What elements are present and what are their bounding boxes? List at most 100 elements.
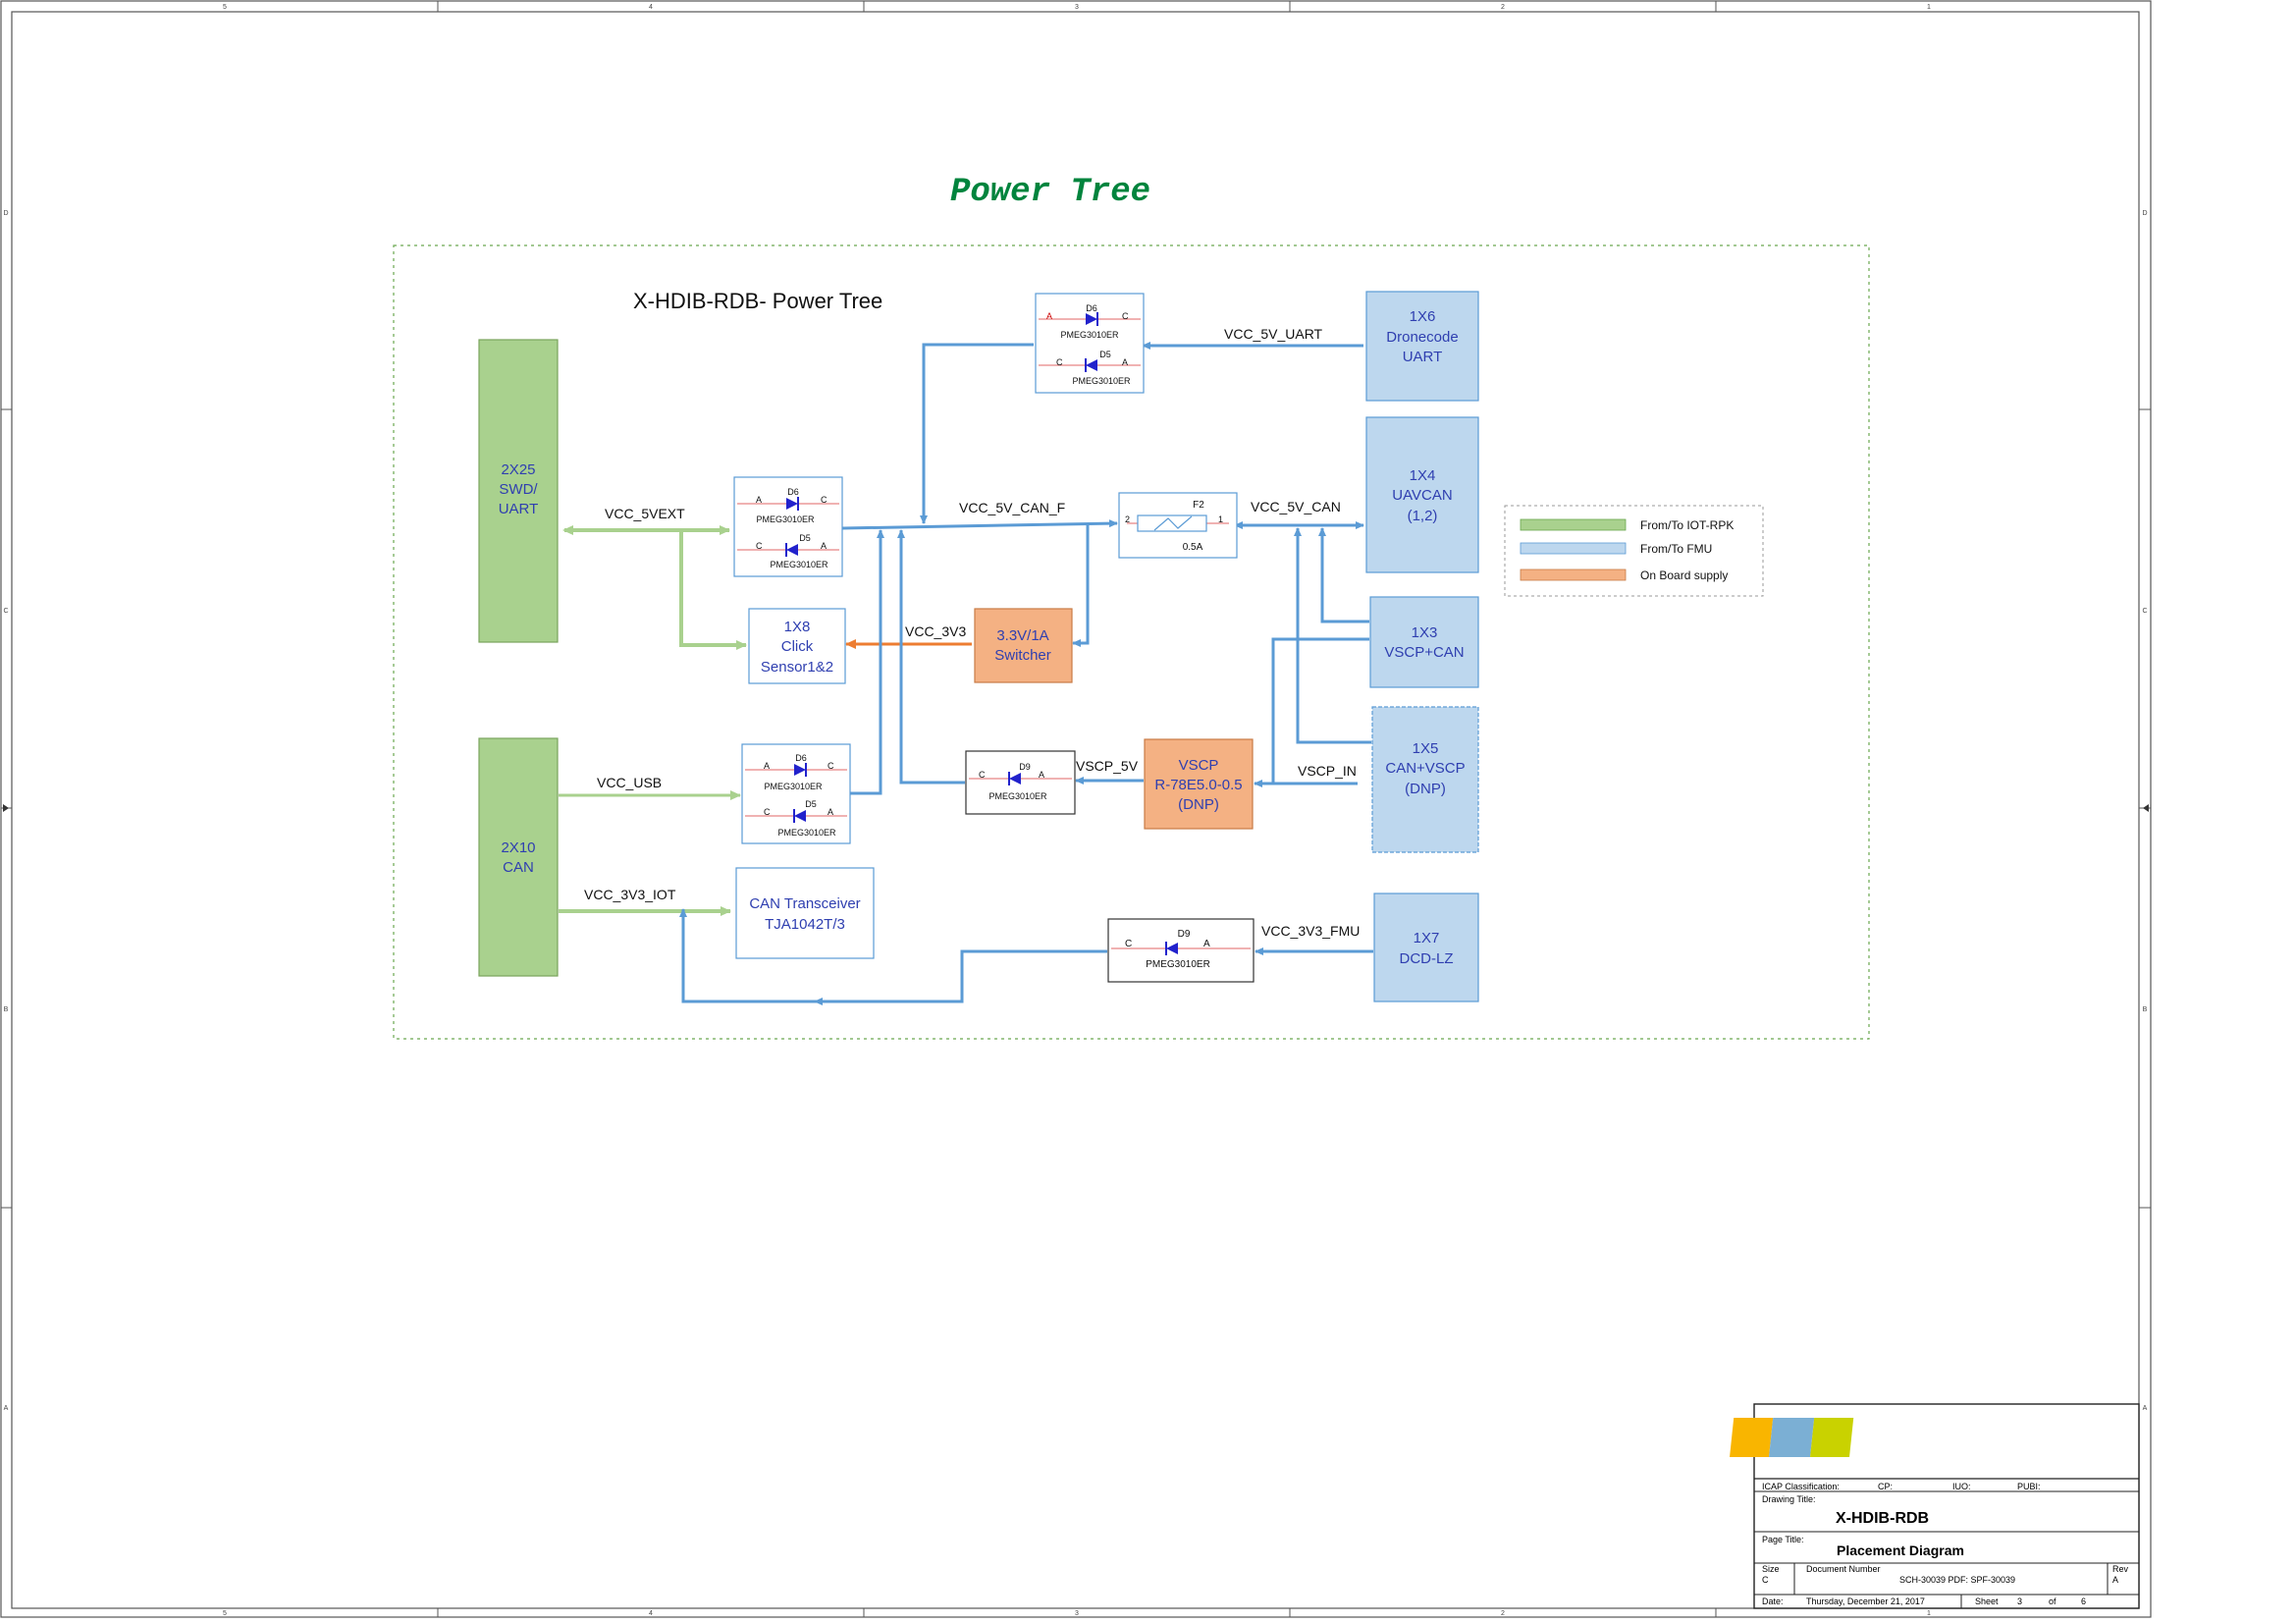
diode-d9-vscp: D9 PMEG3010ER C A bbox=[965, 750, 1076, 815]
diode-part: PMEG3010ER bbox=[1146, 959, 1210, 970]
pin-label: C bbox=[764, 807, 771, 817]
net-label-vscp-in: VSCP_IN bbox=[1298, 763, 1357, 779]
block-line: 1X6 bbox=[1410, 308, 1436, 325]
zone-top-3: 3 bbox=[1075, 4, 1079, 11]
net-label-vcc-5v-uart: VCC_5V_UART bbox=[1224, 326, 1323, 342]
block-line: (1,2) bbox=[1408, 508, 1438, 524]
pin-label: A bbox=[756, 495, 762, 505]
diode-part: PMEG3010ER bbox=[756, 514, 815, 524]
wire-uart-diode-out bbox=[920, 343, 1034, 524]
net-label-vcc-3v3-iot: VCC_3V3_IOT bbox=[584, 887, 676, 902]
block-line: (DNP) bbox=[1178, 796, 1219, 813]
net-label-vcc-3v3-fmu: VCC_3V3_FMU bbox=[1261, 923, 1360, 939]
block-line: 2X25 bbox=[501, 461, 535, 478]
diode-ref: D6 bbox=[795, 753, 807, 763]
zone-top-5: 5 bbox=[223, 4, 227, 11]
block-line: 1X3 bbox=[1412, 624, 1438, 641]
net-label-vcc-usb: VCC_USB bbox=[597, 775, 662, 790]
wire-click-supply bbox=[679, 530, 747, 650]
date-label: Date: bbox=[1762, 1596, 1784, 1606]
blocks: 2X25 SWD/ UART 2X10 CAN 1X8 Click Sensor… bbox=[478, 291, 1479, 1002]
diode-d6-icon bbox=[1086, 313, 1097, 325]
size-label: Size bbox=[1762, 1564, 1780, 1574]
diode-ref: D5 bbox=[1099, 350, 1111, 359]
diode-d6-icon bbox=[786, 498, 798, 510]
title-block-page-title: Placement Diagram bbox=[1837, 1542, 1964, 1558]
diode-d9-fmu: D9 PMEG3010ER C A bbox=[1107, 918, 1255, 983]
pin-label: C bbox=[756, 541, 763, 551]
block-1x6-dronecode-uart: 1X6 Dronecode UART bbox=[1365, 291, 1479, 402]
sheet-total: 6 bbox=[2081, 1596, 2086, 1606]
pin-label: A bbox=[1039, 770, 1044, 780]
diode-d5-icon bbox=[794, 810, 806, 822]
diode-pair-5vext: D6 PMEG3010ER D5 PMEG3010ER A C C A bbox=[733, 476, 843, 577]
zone-top-4: 4 bbox=[649, 4, 653, 11]
icap-label: ICAP Classification: bbox=[1762, 1482, 1840, 1491]
wire-1x3-vscp bbox=[1271, 637, 1369, 783]
block-line: DCD-LZ bbox=[1400, 950, 1454, 967]
wire-1x5-can bbox=[1294, 527, 1371, 744]
doc-number: SCH-30039 PDF: SPF-30039 bbox=[1899, 1575, 2015, 1585]
block-1x4-uavcan: 1X4 UAVCAN (1,2) bbox=[1365, 416, 1479, 573]
drawing-frame: 5 4 3 2 1 5 4 3 2 1 D C B A D C B A bbox=[0, 0, 2152, 1618]
zone-right-d: D bbox=[2142, 210, 2147, 217]
diode-d5-icon bbox=[1086, 359, 1097, 371]
net-label-vcc-5vext: VCC_5VEXT bbox=[605, 506, 685, 521]
iuo-label: IUO: bbox=[1952, 1482, 1971, 1491]
diode-icon bbox=[1009, 773, 1021, 784]
wire-fmu-diode-out bbox=[679, 908, 1107, 1003]
block-2x10-can: 2X10 CAN bbox=[478, 737, 559, 977]
block-line: 3.3V/1A bbox=[996, 627, 1048, 644]
diode-icon bbox=[1166, 943, 1178, 954]
pin-label: C bbox=[979, 770, 986, 780]
block-line: CAN bbox=[503, 859, 534, 876]
diode-ref: D6 bbox=[787, 487, 799, 497]
pin-label: A bbox=[764, 761, 770, 771]
diagram-title: X-HDIB-RDB- Power Tree bbox=[633, 289, 882, 313]
diode-d5-icon bbox=[786, 544, 798, 556]
block-line: 1X8 bbox=[784, 619, 811, 635]
diode-ref: D5 bbox=[805, 799, 817, 809]
doc-number-label: Document Number bbox=[1806, 1564, 1881, 1574]
date-value: Thursday, December 21, 2017 bbox=[1806, 1596, 1925, 1606]
zone-bottom-4: 4 bbox=[649, 1610, 653, 1617]
zone-right-a: A bbox=[2143, 1405, 2148, 1412]
pin-label: A bbox=[1122, 357, 1128, 367]
diode-ref: D9 bbox=[1178, 929, 1191, 940]
pin-label: C bbox=[821, 495, 828, 505]
drawing-title: X-HDIB-RDB bbox=[1836, 1510, 1929, 1527]
block-line: 1X7 bbox=[1414, 930, 1440, 947]
pin-label: A bbox=[1046, 311, 1052, 321]
fuse-ref: F2 bbox=[1193, 500, 1204, 511]
block-line: Click bbox=[781, 638, 814, 655]
block-line: 1X4 bbox=[1410, 467, 1436, 484]
diode-part: PMEG3010ER bbox=[764, 782, 823, 791]
zone-left-b: B bbox=[4, 1006, 9, 1013]
block-line: UAVCAN bbox=[1392, 487, 1452, 504]
diode-pair-usb: D6 PMEG3010ER D5 PMEG3010ER A C C A bbox=[741, 743, 851, 844]
block-line: CAN Transceiver bbox=[749, 895, 860, 912]
block-line: R-78E5.0-0.5 bbox=[1154, 777, 1242, 793]
block-line: UART bbox=[1403, 349, 1443, 365]
title-block: NXP ICAP Classification: CP: IUO: PUBI: … bbox=[1730, 1403, 2140, 1609]
net-label-vscp-5v: VSCP_5V bbox=[1076, 758, 1139, 774]
block-vscp-regulator: VSCP R-78E5.0-0.5 (DNP) bbox=[1144, 738, 1254, 830]
block-switcher: 3.3V/1A Switcher bbox=[974, 608, 1073, 683]
nxp-logo-text: NXP bbox=[1915, 1421, 1990, 1462]
diode-part: PMEG3010ER bbox=[1060, 330, 1119, 340]
legend-label-fmu: From/To FMU bbox=[1640, 542, 1712, 556]
block-line: Dronecode bbox=[1386, 329, 1458, 346]
block-line: UART bbox=[499, 501, 539, 517]
block-line: 2X10 bbox=[501, 839, 535, 856]
pin-label: C bbox=[828, 761, 834, 771]
legend-label-iot-rpk: From/To IOT-RPK bbox=[1640, 518, 1734, 532]
zone-bottom-3: 3 bbox=[1075, 1610, 1079, 1617]
block-line: Sensor1&2 bbox=[761, 659, 833, 676]
fuse-pin: 1 bbox=[1218, 514, 1223, 524]
zone-top-1: 1 bbox=[1927, 4, 1931, 11]
center-mark-right-icon bbox=[2143, 804, 2149, 812]
legend-swatch-onboard bbox=[1520, 568, 1627, 581]
zone-bottom-1: 1 bbox=[1927, 1610, 1931, 1617]
page-title: Power Tree bbox=[950, 174, 1150, 211]
